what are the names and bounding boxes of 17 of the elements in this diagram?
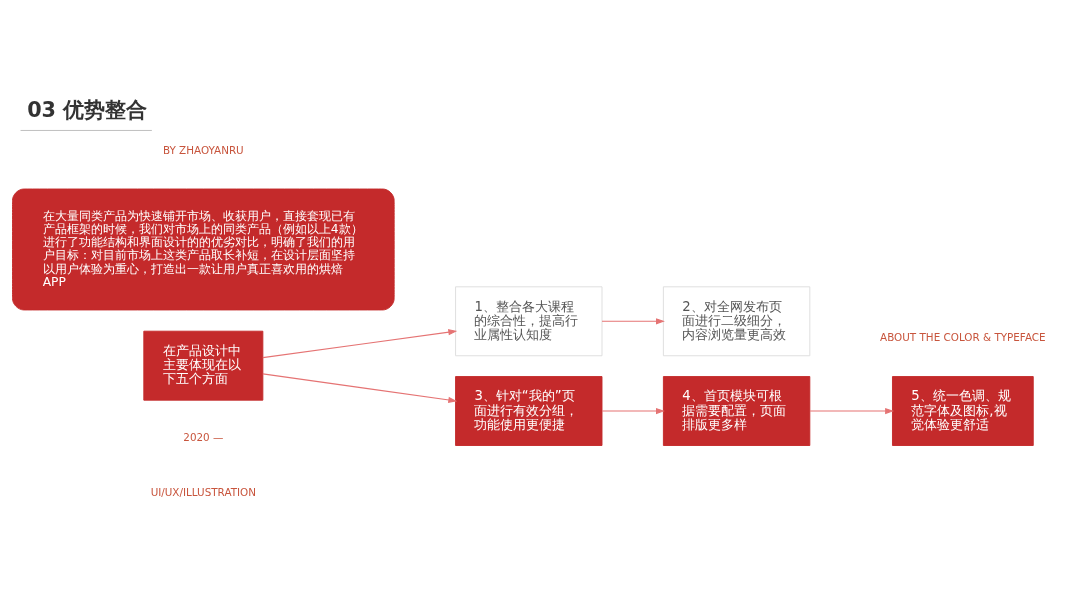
- node-box: 5、统一色调、规范字体及图标,视觉体验更舒适: [892, 375, 1034, 446]
- node-box: 4、首页模块可根据需要配置，页面排版更多样: [662, 375, 811, 446]
- node-box: 在大量同类产品为快速铺开市场、收获用户，直接套现已有产品框架的时候，我们对市场上的同类产品（例如以上4款）进行了功能结构和界面设计的的优劣对比，明确了我们的用户目标：对目前市场上这类产品取长补短，在设计层面坚持以用户体验为重心，打造出一款让用户真正喜欢用的烘焙APP: [12, 188, 395, 310]
- label: UI/UX/ILLUSTRATION: [150, 485, 257, 498]
- label: BY ZHAOYANRU: [162, 143, 244, 156]
- node-box: 1、整合各大课程的综合性，提高行业属性认知度: [455, 285, 603, 356]
- label: ABOUT THE COLOR & TYPEFACE: [880, 330, 1046, 343]
- label: 2020 —: [183, 430, 224, 443]
- arrow: [262, 328, 458, 358]
- arrow: [262, 372, 458, 403]
- arrow: [601, 317, 665, 324]
- arrow: [601, 407, 665, 414]
- diagram-title: 03 优势整合: [27, 97, 148, 122]
- node-box: 3、针对“我的”页面进行有效分组，功能使用更便捷: [455, 375, 603, 446]
- node-box: 2、对全网发布页面进行二级细分，内容浏览量更高效: [662, 285, 811, 356]
- arrow: [809, 407, 894, 414]
- node-box: 在产品设计中主要体现在以下五个方面: [143, 330, 264, 401]
